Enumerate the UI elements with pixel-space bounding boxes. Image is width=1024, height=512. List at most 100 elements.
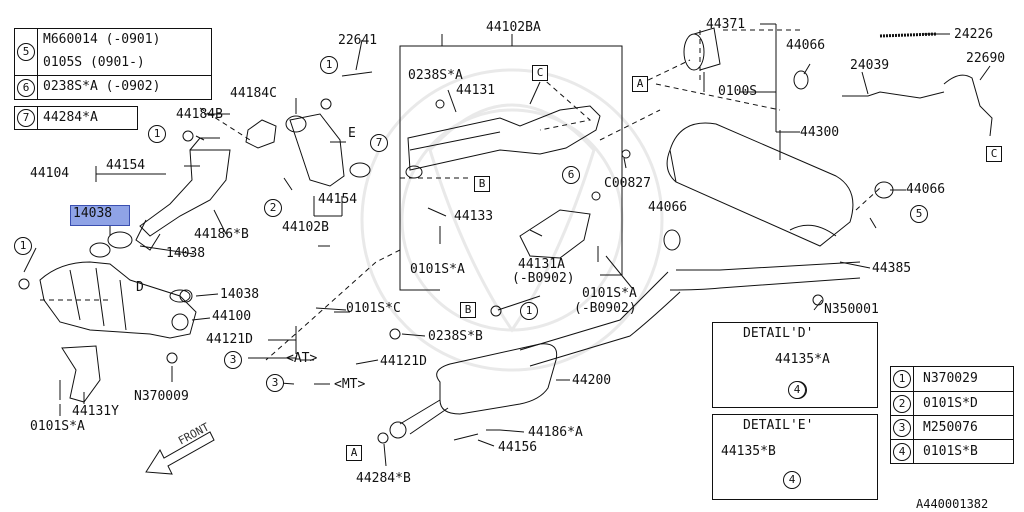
legend-left-num-6: 6 xyxy=(17,78,35,97)
highlight-14038[interactable] xyxy=(70,205,130,226)
legend-right-text: N370029 xyxy=(923,371,978,386)
legend-right-num: 3 xyxy=(893,419,911,437)
part-44186b: 44186*B xyxy=(194,227,249,242)
ref-circle-1: 1 xyxy=(148,125,166,143)
part-0101sa-mid: 0101S*A xyxy=(582,286,637,301)
detail-e-ref: 4 xyxy=(783,471,801,489)
ref-circle-1: 1 xyxy=(520,302,538,320)
group-44102ba-frame xyxy=(399,34,443,291)
part-c00827: C00827 xyxy=(604,176,651,191)
part-44131y: 44131Y xyxy=(72,404,119,419)
ref-circle-1: 1 xyxy=(320,56,338,74)
label-at: <AT> xyxy=(286,351,318,366)
ref-square-a: A xyxy=(632,76,648,92)
legend-left-num-cell: 6 xyxy=(15,76,38,99)
legend-table-right: 1 N370029 2 0101S*D 3 M250076 4 0101S*B xyxy=(890,366,1014,464)
ref-circle-7: 7 xyxy=(370,134,388,152)
part-0101sa-mid-note: (-B0902) xyxy=(574,301,637,316)
part-24226: 24226 xyxy=(954,27,994,42)
legend-left-group5: 5 M660014 (-0901) 0105S (0901-) xyxy=(15,29,211,75)
part-44066-top: 44066 xyxy=(786,38,826,53)
ref-square-c: C xyxy=(986,146,1002,162)
legend-right-num-cell: 3 xyxy=(891,416,914,440)
legend-left-num-5: 5 xyxy=(17,43,35,61)
part-label-e: E xyxy=(348,126,356,141)
ref-circle-6: 6 xyxy=(562,166,580,184)
legend-left-text-3: 0238S*A (-0902) xyxy=(43,79,161,94)
part-0101sa-lower: 0101S*A xyxy=(30,419,85,434)
legend-right-text: 0101S*D xyxy=(923,396,978,411)
legend-right-row-2: 2 0101S*D xyxy=(891,391,1013,416)
detail-d-part: 44135*A xyxy=(775,352,830,367)
legend-right-num-cell: 1 xyxy=(891,367,914,391)
part-44066-mid: 44066 xyxy=(648,200,688,215)
part-22641: 22641 xyxy=(338,33,378,48)
label-mt: <MT> xyxy=(334,377,366,392)
sensor-24039 xyxy=(842,91,945,99)
legend-right-row-4: 4 0101S*B xyxy=(891,439,1013,463)
part-44186a: 44186*A xyxy=(528,425,583,440)
resonator-44200 xyxy=(399,343,558,435)
ref-circle-1: 1 xyxy=(14,237,32,255)
part-0101sa-upper: 0101S*A xyxy=(410,262,465,277)
ref-square-b: B xyxy=(474,176,490,192)
legend-right-num-cell: 2 xyxy=(891,392,914,416)
legend-right-num-cell: 4 xyxy=(891,440,914,463)
sensor-22690 xyxy=(943,74,993,137)
part-44154-left: 44154 xyxy=(106,158,146,173)
part-44131a-note: (-B0902) xyxy=(512,271,575,286)
ref-square-a: A xyxy=(346,445,362,461)
part-0238sb: 0238S*B xyxy=(428,329,483,344)
part-label-d: D xyxy=(136,280,144,295)
part-44131: 44131 xyxy=(456,83,496,98)
watermark-emblem xyxy=(360,68,664,372)
legend-extra-num-7: 7 xyxy=(17,109,35,127)
legend-left-num-cell: 5 xyxy=(15,29,38,75)
part-44102ba: 44102BA xyxy=(486,20,541,35)
center-pipe xyxy=(519,261,861,367)
part-24039: 24039 xyxy=(850,58,890,73)
part-44184c: 44184C xyxy=(230,86,277,101)
legend-table-left: 5 M660014 (-0901) 0105S (0901-) 6 0238S*… xyxy=(14,28,212,100)
part-44102b: 44102B xyxy=(282,220,329,235)
legend-right-num: 1 xyxy=(893,370,911,388)
part-44284b: 44284*B xyxy=(356,471,411,486)
part-44385: 44385 xyxy=(872,261,912,276)
detail-d-title: DETAIL'D' xyxy=(743,326,814,341)
part-22690: 22690 xyxy=(966,51,1006,66)
part-44371: 44371 xyxy=(706,17,746,32)
legend-left-text-2: 0105S (0901-) xyxy=(43,55,145,70)
legend-right-row-3: 3 M250076 xyxy=(891,415,1013,440)
legend-extra-text: 44284*A xyxy=(43,110,98,125)
legend-left-group6: 6 0238S*A (-0902) xyxy=(15,75,211,99)
converter-44102b xyxy=(285,113,371,187)
detail-e-title: DETAIL'E' xyxy=(743,418,814,433)
converter-44102ba xyxy=(405,105,601,259)
part-44184b: 44184B xyxy=(176,107,223,122)
legend-left-text-1: M660014 (-0901) xyxy=(43,32,161,47)
part-14038-highlighted[interactable]: 14038 xyxy=(73,206,113,221)
part-14038-low: 14038 xyxy=(220,287,260,302)
front-arrow xyxy=(145,431,215,475)
muffler-44300 xyxy=(666,122,854,247)
group-44102ba-frame-right xyxy=(442,45,623,276)
part-0101sc: 0101S*C xyxy=(346,301,401,316)
legend-right-text: M250076 xyxy=(923,420,978,435)
ref-circle-4: 4 xyxy=(788,381,806,399)
part-44300: 44300 xyxy=(800,125,840,140)
dashed-leaders xyxy=(40,29,881,361)
part-n370009: N370009 xyxy=(134,389,189,404)
ref-square-b: B xyxy=(460,302,476,318)
part-44131a: 44131A xyxy=(518,257,565,272)
part-44066-right: 44066 xyxy=(906,182,946,197)
heat-shield-44131y xyxy=(61,345,101,403)
part-44104: 44104 xyxy=(30,166,70,181)
part-44133: 44133 xyxy=(454,209,494,224)
part-44121d-at: 44121D xyxy=(206,332,253,347)
ref-circle-5: 5 xyxy=(910,205,928,223)
part-14038-mid: 14038 xyxy=(166,246,206,261)
legend-right-text: 0101S*B xyxy=(923,444,978,459)
legend-extra-box: 7 44284*A xyxy=(14,106,138,130)
ref-square-c: C xyxy=(532,65,548,81)
